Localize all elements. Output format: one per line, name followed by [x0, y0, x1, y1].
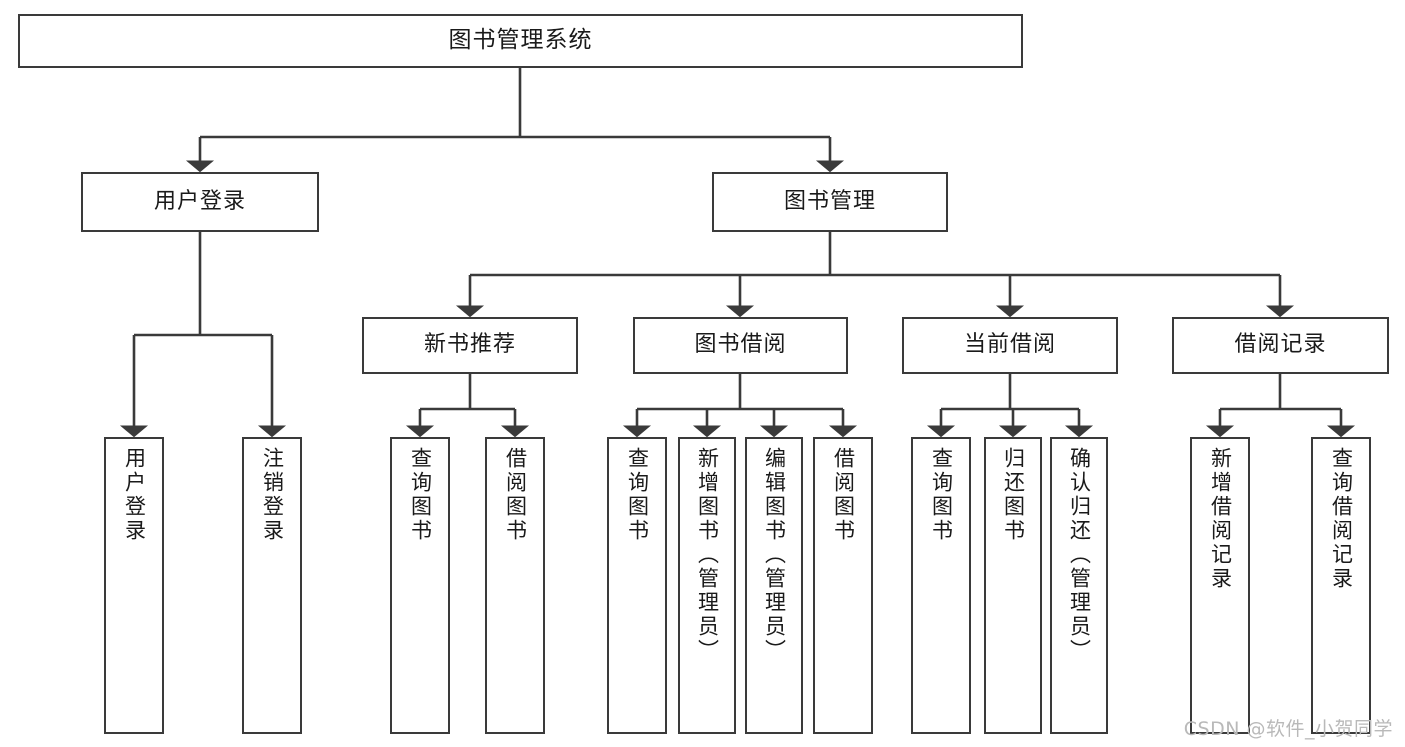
- watermark: CSDN @软件_小贺同学: [1183, 718, 1393, 740]
- node-user-login-label: 用户登录: [153, 188, 246, 214]
- leaf-confirm-return[interactable]: 确认归还（管理员）: [1050, 437, 1108, 734]
- leaf-return-book[interactable]: 归还图书: [984, 437, 1042, 734]
- leaf-borrow-book-1[interactable]: 借阅图书: [485, 437, 545, 734]
- leaf-edit-book-label: 编辑图书（管理员）: [762, 447, 787, 663]
- node-root[interactable]: 图书管理系统: [18, 14, 1023, 68]
- leaf-query-book-1[interactable]: 查询图书: [390, 437, 450, 734]
- leaf-query-record-label: 查询借阅记录: [1329, 447, 1354, 591]
- node-current-borrow-label: 当前借阅: [963, 332, 1056, 358]
- leaf-logout-login[interactable]: 注销登录: [242, 437, 302, 734]
- leaf-add-book-label: 新增图书（管理员）: [695, 447, 720, 663]
- node-book-borrow-label: 图书借阅: [694, 332, 787, 358]
- leaf-edit-book[interactable]: 编辑图书（管理员）: [745, 437, 803, 734]
- leaf-query-book-2-label: 查询图书: [625, 447, 650, 543]
- leaf-query-book-3-label: 查询图书: [929, 447, 954, 543]
- node-new-book-recommend[interactable]: 新书推荐: [362, 317, 578, 374]
- leaf-return-book-label: 归还图书: [1001, 447, 1026, 543]
- leaf-borrow-book-2-label: 借阅图书: [831, 447, 856, 543]
- node-new-book-recommend-label: 新书推荐: [423, 332, 516, 358]
- node-borrow-record-label: 借阅记录: [1234, 332, 1327, 358]
- node-root-label: 图书管理系统: [448, 27, 593, 54]
- node-current-borrow[interactable]: 当前借阅: [902, 317, 1118, 374]
- leaf-user-login-label: 用户登录: [122, 447, 147, 543]
- leaf-add-record-label: 新增借阅记录: [1208, 447, 1233, 591]
- leaf-query-book-3[interactable]: 查询图书: [911, 437, 971, 734]
- leaf-query-record[interactable]: 查询借阅记录: [1311, 437, 1371, 734]
- leaf-query-book-1-label: 查询图书: [408, 447, 433, 543]
- node-user-login[interactable]: 用户登录: [81, 172, 319, 232]
- leaf-borrow-book-1-label: 借阅图书: [503, 447, 528, 543]
- leaf-confirm-return-label: 确认归还（管理员）: [1067, 447, 1092, 663]
- leaf-borrow-book-2[interactable]: 借阅图书: [813, 437, 873, 734]
- node-book-manage[interactable]: 图书管理: [712, 172, 948, 232]
- node-book-manage-label: 图书管理: [783, 188, 876, 214]
- leaf-user-login[interactable]: 用户登录: [104, 437, 164, 734]
- leaf-add-book[interactable]: 新增图书（管理员）: [678, 437, 736, 734]
- node-book-borrow[interactable]: 图书借阅: [633, 317, 848, 374]
- node-borrow-record[interactable]: 借阅记录: [1172, 317, 1389, 374]
- leaf-add-record[interactable]: 新增借阅记录: [1190, 437, 1250, 734]
- leaf-logout-login-label: 注销登录: [260, 447, 285, 543]
- leaf-query-book-2[interactable]: 查询图书: [607, 437, 667, 734]
